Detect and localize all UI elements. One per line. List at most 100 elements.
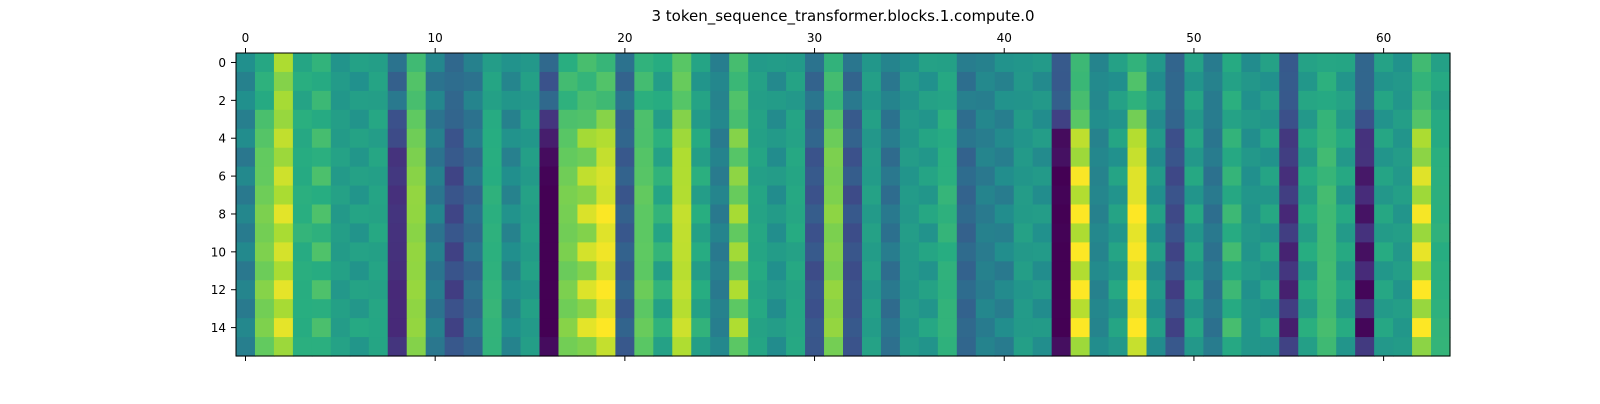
heatmap-cell	[1260, 185, 1280, 206]
heatmap-cell	[539, 71, 560, 92]
heatmap-cell	[1051, 280, 1072, 300]
heatmap-cell	[805, 261, 825, 281]
heatmap-cell	[615, 53, 635, 73]
heatmap-cell	[1336, 223, 1356, 243]
heatmap-cell	[615, 166, 635, 187]
heatmap-cell	[918, 185, 939, 206]
heatmap-cell	[406, 53, 427, 73]
heatmap-cell	[1317, 204, 1337, 225]
heatmap-cell	[1165, 71, 1186, 92]
heatmap-cell	[994, 318, 1015, 338]
heatmap-cell	[1051, 109, 1072, 130]
heatmap-cell	[634, 299, 654, 319]
heatmap-cell	[918, 128, 939, 149]
heatmap-cell	[767, 166, 787, 187]
heatmap-cell	[1222, 147, 1242, 168]
heatmap-cell	[292, 261, 313, 281]
heatmap-cell	[729, 53, 749, 73]
heatmap-cell	[330, 147, 351, 168]
heatmap-cell	[444, 53, 465, 73]
heatmap-cell	[672, 337, 692, 357]
heatmap-cell	[748, 242, 768, 262]
heatmap-cell	[880, 90, 901, 111]
heatmap-cell	[615, 318, 635, 338]
heatmap-cell	[994, 185, 1015, 206]
heatmap-cell	[1032, 53, 1053, 73]
heatmap-cell	[710, 53, 730, 73]
heatmap-cell	[975, 71, 996, 92]
heatmap-cell	[444, 128, 465, 149]
heatmap-cell	[672, 71, 692, 92]
heatmap-cell	[1165, 280, 1186, 300]
heatmap-cell	[975, 128, 996, 149]
heatmap-cell	[349, 242, 370, 262]
heatmap-cell	[994, 204, 1015, 225]
heatmap-cell	[672, 280, 692, 300]
heatmap-cell	[330, 109, 351, 130]
x-tick-label: 40	[997, 31, 1012, 45]
heatmap-cell	[1070, 185, 1091, 206]
heatmap-cell	[691, 223, 711, 243]
heatmap-cell	[1317, 53, 1337, 73]
heatmap-cell	[349, 109, 370, 130]
y-tick-label: 12	[211, 283, 226, 297]
heatmap-cell	[368, 109, 389, 130]
heatmap-cell	[880, 166, 901, 187]
heatmap-cell	[1070, 280, 1091, 300]
heatmap-cell	[539, 318, 560, 338]
heatmap-cell	[1374, 318, 1394, 338]
heatmap-cell	[292, 337, 313, 357]
heatmap-cell	[1431, 337, 1451, 357]
heatmap-cell	[1412, 299, 1432, 319]
heatmap-cell	[1127, 147, 1148, 168]
heatmap-cell	[330, 128, 351, 149]
heatmap-cell	[558, 128, 579, 149]
heatmap-cell	[406, 147, 427, 168]
heatmap-cell	[1241, 185, 1261, 206]
heatmap-cell	[1279, 109, 1299, 130]
heatmap-cell	[558, 299, 579, 319]
heatmap-cell	[368, 147, 389, 168]
heatmap-cell	[273, 166, 294, 187]
heatmap-cell	[786, 223, 806, 243]
heatmap-cell	[691, 261, 711, 281]
heatmap-cell	[1184, 223, 1205, 243]
heatmap-cell	[615, 337, 635, 357]
heatmap-cell	[918, 71, 939, 92]
heatmap-cell	[577, 71, 598, 92]
heatmap-cell	[1393, 185, 1413, 206]
heatmap-cell	[1260, 53, 1280, 73]
heatmap-cell	[1317, 71, 1337, 92]
heatmap-cell	[843, 280, 863, 300]
heatmap-cell	[899, 337, 920, 357]
heatmap-cell	[1431, 90, 1451, 111]
heatmap-cell	[975, 280, 996, 300]
heatmap-cell	[1317, 109, 1337, 130]
heatmap-cell	[1241, 166, 1261, 187]
heatmap-cell	[1051, 166, 1072, 187]
heatmap-cell	[729, 299, 749, 319]
heatmap-cell	[1108, 166, 1129, 187]
heatmap-cell	[1070, 242, 1091, 262]
heatmap-cell	[254, 147, 275, 168]
heatmap-cell	[387, 223, 408, 243]
heatmap-cell	[1431, 261, 1451, 281]
heatmap-cell	[634, 53, 654, 73]
heatmap-cell	[1412, 147, 1432, 168]
heatmap-cell	[1127, 280, 1148, 300]
heatmap-cell	[387, 128, 408, 149]
heatmap-cell	[1184, 242, 1205, 262]
heatmap-cell	[729, 128, 749, 149]
heatmap-cell	[672, 318, 692, 338]
heatmap-cell	[843, 337, 863, 357]
heatmap-cell	[956, 299, 977, 319]
heatmap-cell	[520, 299, 541, 319]
heatmap-cell	[994, 166, 1015, 187]
heatmap-cell	[254, 109, 275, 130]
heatmap-cell	[748, 166, 768, 187]
heatmap-cell	[843, 318, 863, 338]
heatmap-cell	[273, 299, 294, 319]
heatmap-cell	[994, 261, 1015, 281]
heatmap-cell	[672, 223, 692, 243]
heatmap-cell	[824, 71, 844, 92]
